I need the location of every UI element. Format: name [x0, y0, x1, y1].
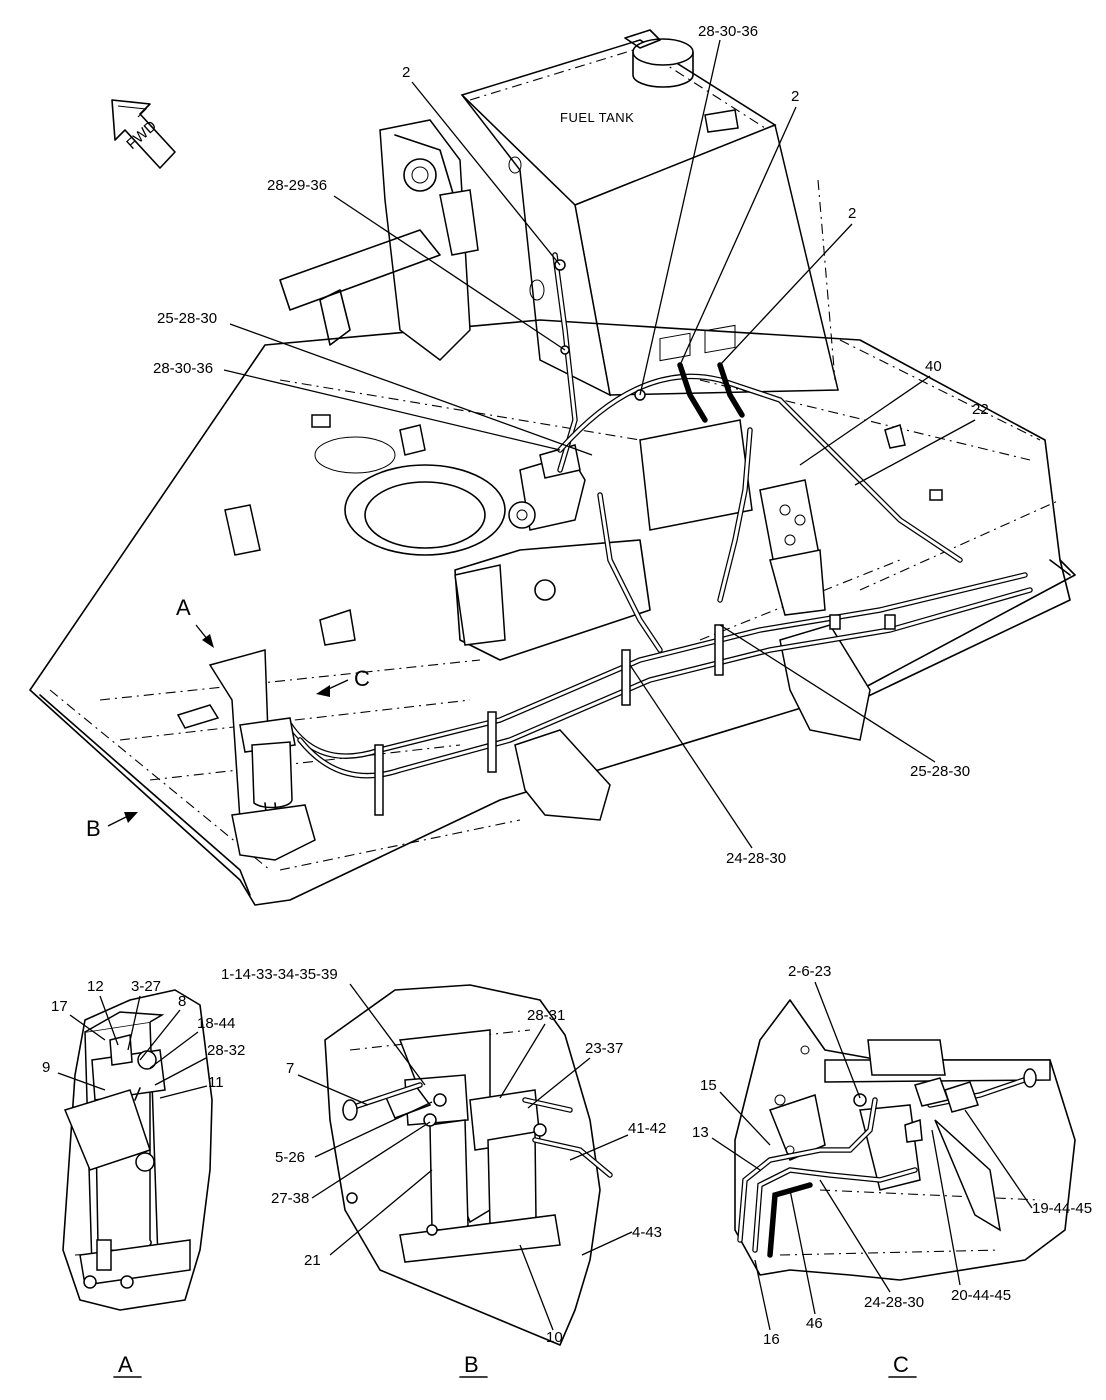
callout-label: 28-31 [527, 1007, 565, 1024]
detail-a-title: A [118, 1352, 133, 1377]
fuel-tank: FUEL TANK [460, 29, 839, 397]
callout-label: 9 [42, 1059, 50, 1076]
callout-label: 11 [208, 1074, 224, 1091]
view-arrow-c: C [316, 666, 370, 697]
callout-label: 2 [402, 64, 410, 81]
callout-label: 2 [848, 205, 856, 222]
detail-c-title: C [893, 1352, 909, 1377]
callout-label: 16 [763, 1331, 780, 1348]
callout-label: 24-28-30 [726, 850, 786, 867]
callout-label: 17 [51, 998, 68, 1015]
detail-c: 2-6-23 15 13 19-44-45 20-44-45 24-28-30 … [692, 963, 1092, 1378]
callout-label: 3-27 [131, 978, 161, 995]
callout-label: 40 [925, 358, 942, 375]
fuel-tank-label: FUEL TANK [560, 110, 634, 125]
callout-label: 46 [806, 1315, 823, 1332]
callout-label: 28-32 [207, 1042, 245, 1059]
callout-label: 23-37 [585, 1040, 623, 1057]
callout-label: 18-44 [197, 1015, 235, 1032]
callout-label: 19-44-45 [1032, 1200, 1092, 1217]
callout-label: 20-44-45 [951, 1287, 1011, 1304]
main-callouts: 28-30-36 2 2 2 28-29-36 25-28-30 28-30-3… [153, 23, 989, 867]
fuel-pump [508, 444, 586, 531]
svg-text:A: A [176, 595, 191, 620]
callout-label: 10 [546, 1329, 563, 1346]
svg-text:B: B [86, 816, 101, 841]
svg-text:C: C [354, 666, 370, 691]
callout-label: 1-14-33-34-35-39 [221, 966, 338, 983]
callout-label: 22 [972, 401, 989, 418]
main-view: FWD FUEL TANK [29, 23, 1076, 906]
callout-label: 2 [791, 88, 799, 105]
view-arrow-b: B [86, 812, 138, 841]
callout-label: 5-26 [275, 1149, 305, 1166]
callout-label: 8 [178, 993, 186, 1010]
detail-a: 17 12 3-27 8 18-44 28-32 9 11 A [42, 978, 245, 1378]
fuel-lines [287, 252, 1033, 779]
callout-label: 24-28-30 [864, 1294, 924, 1311]
callout-label: 25-28-30 [157, 310, 217, 327]
callout-label: 2-6-23 [788, 963, 831, 980]
callout-label: 27-38 [271, 1190, 309, 1207]
callout-label: 15 [700, 1077, 717, 1094]
callout-label: 12 [87, 978, 104, 995]
callout-label: 41-42 [628, 1120, 666, 1137]
callout-label: 7 [286, 1060, 294, 1077]
callout-label: 21 [304, 1252, 321, 1269]
fuel-filter-main [176, 649, 316, 861]
upper-frame [29, 119, 1076, 906]
callout-label: 28-30-36 [153, 360, 213, 377]
fwd-arrow-icon: FWD [111, 99, 176, 169]
callout-label: 28-29-36 [267, 177, 327, 194]
detail-b: 1-14-33-34-35-39 28-31 23-37 7 41-42 5-2… [221, 966, 666, 1378]
callout-label: 28-30-36 [698, 23, 758, 40]
callout-label: 25-28-30 [910, 763, 970, 780]
detail-b-title: B [464, 1352, 479, 1377]
callout-label: 4-43 [632, 1224, 662, 1241]
view-arrow-a: A [176, 595, 214, 648]
callout-label: 13 [692, 1124, 709, 1141]
